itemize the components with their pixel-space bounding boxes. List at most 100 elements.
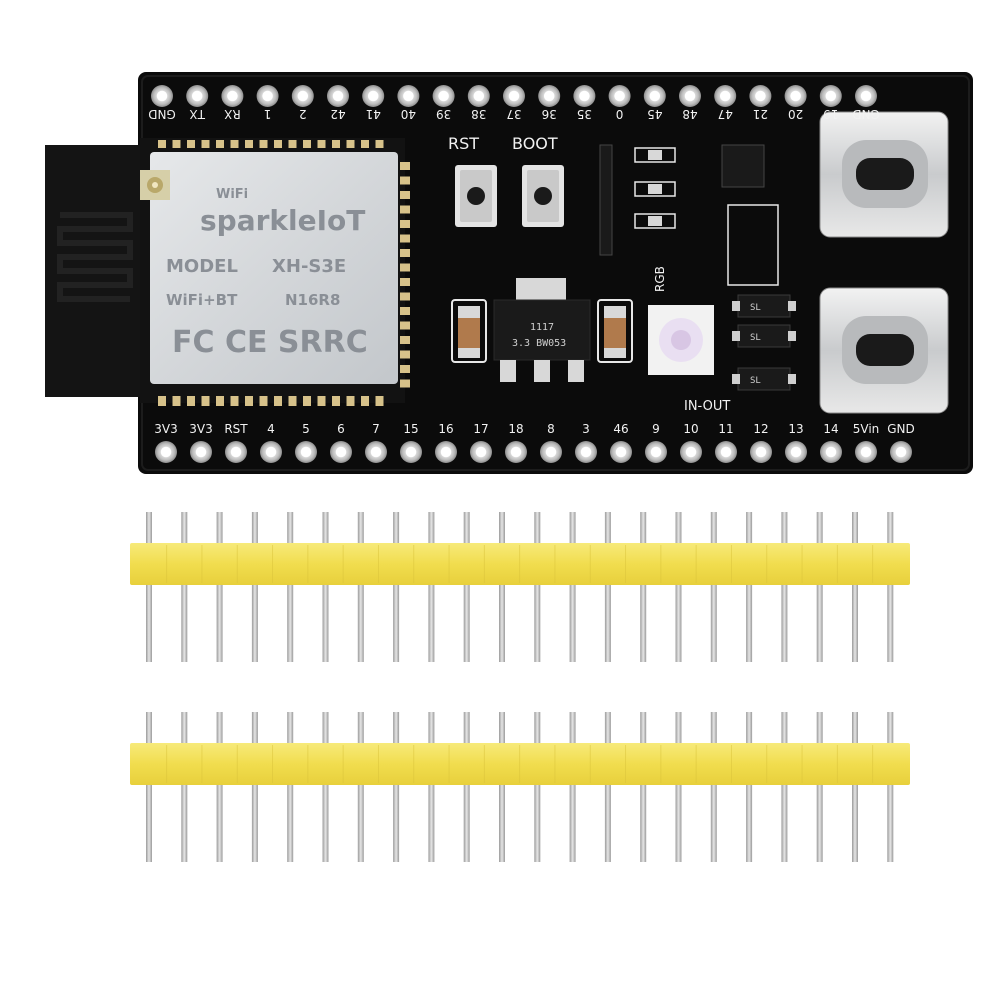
header-pin — [251, 583, 258, 662]
header-pin — [534, 512, 541, 543]
module-certs: FC CE SRRC — [172, 325, 368, 360]
top-pin-hole — [221, 85, 244, 107]
header-pin — [569, 783, 576, 862]
header-pin — [216, 512, 223, 543]
header-pin — [146, 583, 152, 662]
header-pin — [463, 583, 470, 662]
header-pin — [287, 712, 294, 743]
top-pin-label: 45 — [647, 107, 662, 121]
header-pin — [181, 712, 188, 743]
module-pad — [400, 191, 410, 199]
bottom-pin-label: 17 — [473, 422, 488, 436]
bottom-pin-label: GND — [887, 422, 915, 436]
header-pin — [393, 783, 400, 862]
bottom-pin-label: 6 — [337, 422, 345, 436]
top-pin-label: 47 — [718, 107, 733, 121]
boot-button[interactable] — [522, 165, 564, 227]
top-pin-label: 37 — [506, 107, 521, 121]
module-pad — [375, 396, 384, 406]
top-pin-label: GND — [148, 107, 176, 121]
bottom-pin-hole — [715, 441, 737, 463]
module-pad — [216, 140, 224, 148]
top-pin-hole — [291, 85, 314, 107]
top-pin-label: 0 — [616, 107, 624, 121]
top-pin-hole — [643, 85, 666, 107]
usb-c-top[interactable] — [819, 111, 949, 238]
header-pin — [146, 712, 152, 743]
module-pad — [230, 140, 239, 148]
bottom-pin-hole — [470, 441, 492, 463]
top-pin-label: 2 — [299, 107, 307, 121]
rf-shield — [150, 152, 398, 384]
module-pad — [346, 396, 355, 406]
top-pin-hole — [397, 85, 420, 107]
bottom-pin-hole — [890, 441, 912, 463]
module-pad — [400, 176, 410, 185]
module-pad — [259, 396, 268, 406]
top-pin-hole — [151, 85, 173, 107]
bottom-pin-hole — [680, 441, 702, 463]
module-pad — [303, 140, 311, 148]
header-pin — [852, 583, 858, 662]
top-pin-label: 40 — [401, 107, 416, 121]
top-pin-hole — [432, 85, 455, 107]
bottom-pin-label: 3V3 — [154, 422, 177, 436]
module-pad — [288, 396, 297, 406]
header-pin — [675, 712, 682, 743]
top-pin-hole — [855, 85, 877, 107]
top-pin-label: TX — [189, 107, 206, 121]
rst-button[interactable] — [455, 165, 497, 227]
bottom-pin-hole — [785, 441, 807, 463]
voltage-regulator: 1117 3.3 BW053 — [493, 278, 591, 382]
module-pad — [375, 140, 384, 148]
module-model: XH-S3E — [272, 256, 346, 277]
header-pin — [604, 512, 611, 543]
module-pad — [361, 140, 369, 148]
header-pin — [569, 583, 576, 662]
module-pad — [400, 162, 410, 170]
header-pin — [499, 512, 505, 543]
bottom-pin-hole — [225, 441, 247, 463]
usb-c-bottom[interactable] — [819, 287, 949, 414]
boot-button-label: BOOT — [512, 134, 558, 153]
regulator-line1: 1117 — [530, 322, 554, 333]
header-pin — [816, 583, 823, 662]
header-pin — [569, 712, 576, 743]
header-pin — [463, 783, 470, 862]
module-pad — [230, 396, 239, 406]
top-pin-label: 20 — [788, 107, 803, 121]
top-pin-label: 38 — [471, 107, 486, 121]
header-pin — [216, 783, 223, 862]
capacitors — [451, 299, 633, 363]
regulator-line2: 3.3 BW053 — [512, 338, 566, 349]
module-pad — [400, 292, 410, 301]
header-pin — [181, 583, 188, 662]
header-pin — [640, 783, 647, 862]
rst-button-label: RST — [448, 134, 479, 153]
header-pin — [746, 583, 753, 662]
bottom-pin-hole — [190, 441, 212, 463]
top-pin-hole — [362, 85, 385, 107]
pin-header-strip-1 — [130, 512, 910, 662]
module-pad — [187, 140, 195, 148]
header-pin — [816, 712, 823, 743]
bottom-pin-label: 3 — [582, 422, 590, 436]
top-pin-hole — [327, 85, 349, 107]
header-pin — [251, 783, 258, 862]
module-pad — [346, 140, 355, 148]
header-pin — [393, 712, 400, 743]
module-pad — [259, 140, 268, 148]
top-pin-label: 42 — [330, 107, 345, 121]
bottom-pin-label: 11 — [718, 422, 733, 436]
module-pad — [158, 396, 166, 406]
header-pin — [534, 712, 541, 743]
rgb-label: RGB — [653, 266, 667, 292]
bottom-pin-label: 16 — [438, 422, 453, 436]
bottom-pin-label: 8 — [547, 422, 555, 436]
module-pad — [400, 365, 410, 373]
header-pin — [887, 583, 894, 662]
header-pin — [816, 783, 823, 862]
